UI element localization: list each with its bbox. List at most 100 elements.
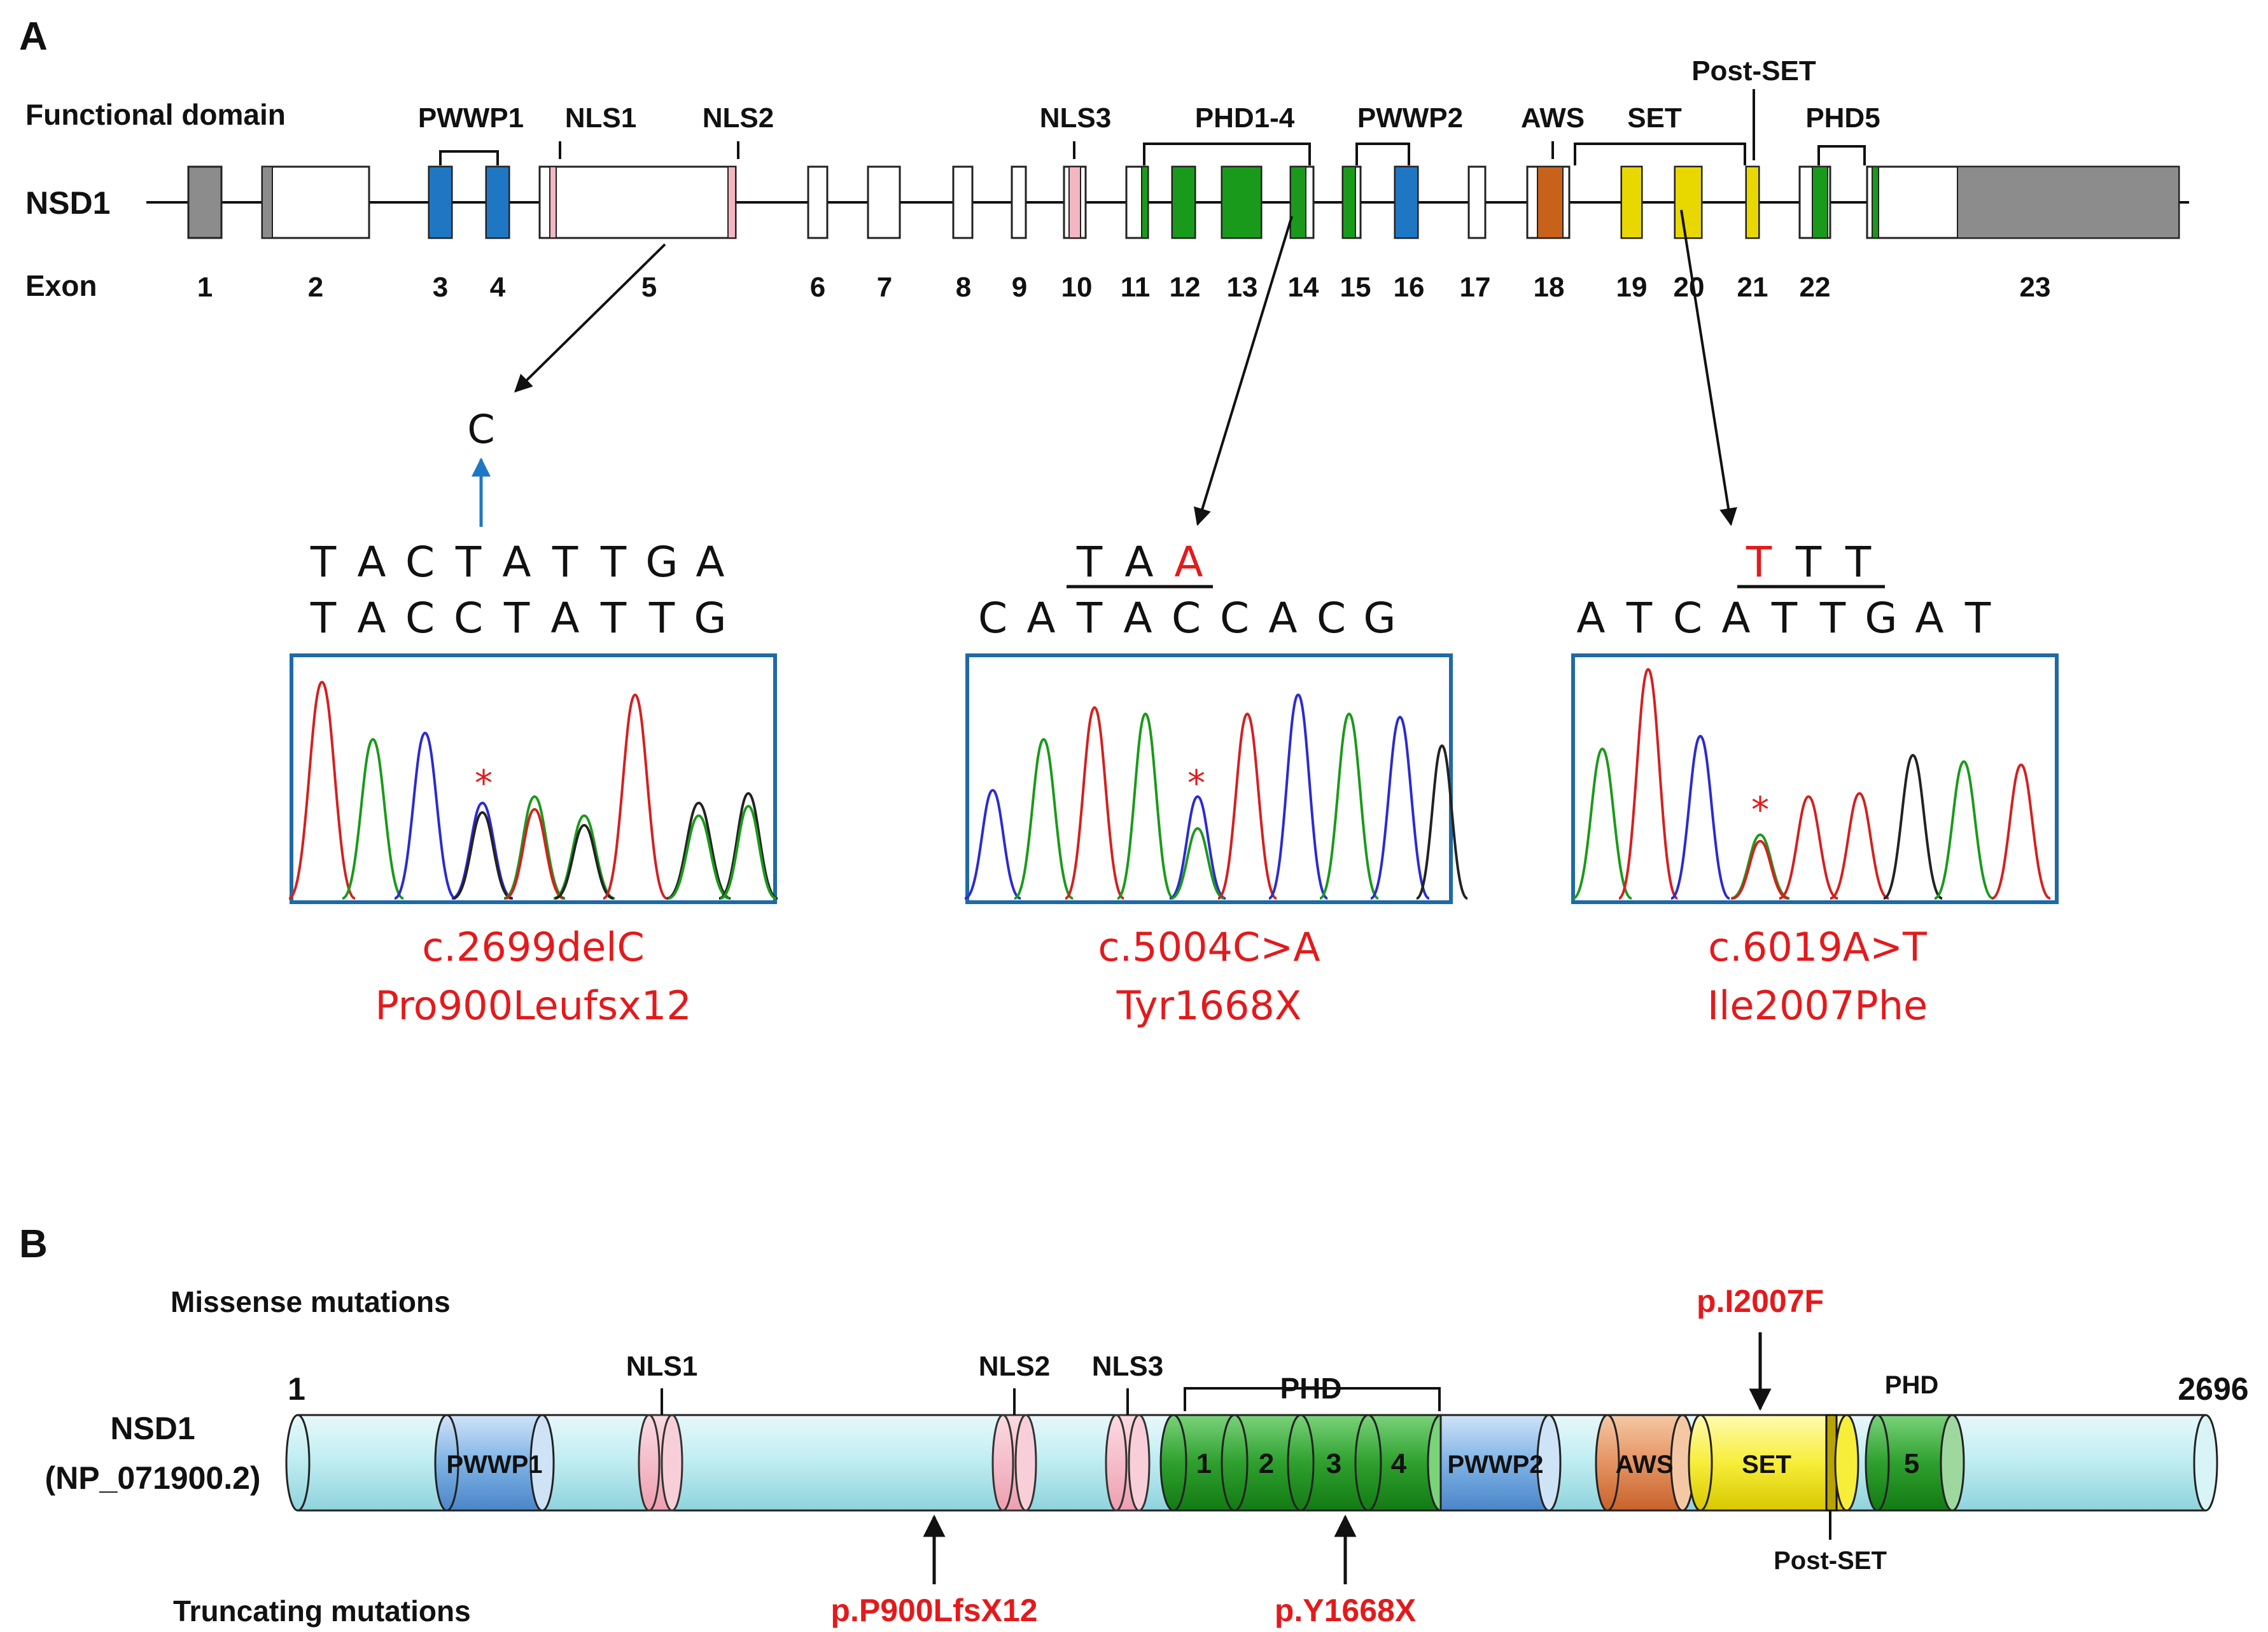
exon-number-21: 21 <box>1737 272 1768 303</box>
exon-number-7: 7 <box>877 272 892 303</box>
base: A <box>696 538 724 587</box>
exon-14 <box>1289 165 1315 239</box>
base: A <box>1174 538 1203 587</box>
base: A <box>1721 594 1750 643</box>
phd1-text: 1 <box>1196 1448 1212 1479</box>
exon-number-1: 1 <box>197 272 213 303</box>
base: T <box>552 538 578 587</box>
pwwp1-cap-left <box>434 1414 459 1512</box>
protein-change: Ile2007Phe <box>1707 982 1928 1029</box>
trace-peak <box>1670 734 1730 900</box>
base: T <box>1746 538 1772 587</box>
variant-marker: * <box>475 763 493 804</box>
nls3-cap-right <box>1128 1414 1151 1512</box>
phd-group-text: PHD <box>1280 1372 1341 1405</box>
inserted-base: C <box>467 406 494 452</box>
phd5-label: PHD5 <box>1805 102 1880 134</box>
phd5-bracket <box>1817 145 1866 165</box>
exon-number-9: 9 <box>1012 272 1027 303</box>
chromatogram-traces <box>1572 667 2051 900</box>
aws-body <box>1606 1414 1684 1512</box>
phd2-text: 2 <box>1259 1448 1274 1479</box>
exon-number-17: 17 <box>1460 272 1491 303</box>
trace-peak <box>1064 706 1125 900</box>
pwwp2-cap-right <box>1536 1414 1562 1512</box>
cylinder-left-cap <box>285 1414 311 1512</box>
phd-divider-3 <box>1354 1414 1382 1512</box>
pwwp1-label: PWWP1 <box>418 102 524 134</box>
base: T <box>600 594 627 643</box>
trace-peak <box>1116 712 1175 900</box>
exon-number-14: 14 <box>1288 272 1319 303</box>
missense-label: Missense mutations <box>171 1285 451 1318</box>
exon-16 <box>1394 165 1419 239</box>
phd5-top-text: PHD <box>1885 1371 1938 1399</box>
end-residue: 2696 <box>2178 1371 2248 1407</box>
start-residue: 1 <box>288 1371 305 1407</box>
aws-domain: AWS <box>1595 1414 1695 1512</box>
nls3-cap-left <box>1105 1414 1128 1512</box>
pwwp1-body <box>445 1414 543 1512</box>
missense-mutation-label: p.I2007F <box>1697 1283 1824 1319</box>
base: A <box>1576 594 1605 643</box>
hgvs-notation: c.5004C>A <box>1098 924 1320 970</box>
exon-number-11: 11 <box>1121 272 1151 303</box>
exon-label: Exon <box>25 269 97 302</box>
exon-6 <box>807 165 829 239</box>
exon-number-2: 2 <box>308 272 323 303</box>
set-label: SET <box>1627 102 1682 134</box>
protein-change: Pro900Leufsx12 <box>375 982 691 1029</box>
aws-text: AWS <box>1615 1451 1673 1479</box>
post-set-label: Post-SET <box>1691 55 1816 87</box>
chromatogram-traces <box>964 693 1469 900</box>
trace-peak <box>1170 826 1225 900</box>
exon-number-5: 5 <box>641 272 657 303</box>
trace-peak <box>452 811 512 900</box>
exon-number-3: 3 <box>433 272 448 303</box>
trace-peak <box>666 801 731 900</box>
truncating-label: Truncating mutations <box>173 1594 471 1628</box>
base: C <box>1673 594 1702 643</box>
functional-domain-label: Functional domain <box>25 98 286 131</box>
nls1-cap-left <box>638 1414 661 1512</box>
trace-peak <box>1830 792 1889 900</box>
exon-13 <box>1221 165 1263 239</box>
exon-18 <box>1526 165 1571 239</box>
exon5-pointer-arrow <box>514 243 666 393</box>
phd5-cap-left <box>1865 1414 1890 1512</box>
truncating-mutation-label-2: p.Y1668X <box>1275 1593 1416 1628</box>
trace-peak <box>718 792 778 900</box>
base: A <box>1915 594 1943 643</box>
base: T <box>1771 594 1798 643</box>
exon-21 <box>1745 165 1760 239</box>
variant-marker: * <box>1187 763 1205 804</box>
phd5-cap-right <box>1940 1414 1965 1512</box>
base: T <box>1795 538 1822 587</box>
pwwp1-domain: PWWP1 <box>434 1414 555 1512</box>
base: T <box>310 538 337 587</box>
exon-number-12: 12 <box>1170 272 1201 303</box>
trace-peak <box>668 814 730 900</box>
trace-peak <box>342 737 404 900</box>
base: G <box>1363 594 1396 643</box>
exon-number-13: 13 <box>1227 272 1258 303</box>
exon-15 <box>1341 165 1362 239</box>
exon-7 <box>867 165 901 239</box>
base: G <box>1865 594 1897 643</box>
nls1-cap-right <box>661 1414 683 1512</box>
trace-peak <box>1934 760 1994 900</box>
trace-peak <box>394 731 456 900</box>
base: G <box>694 594 726 643</box>
trace-peak <box>720 804 777 900</box>
nls1-domain: NLS1 <box>626 1351 697 1512</box>
truncating-mutation-marker-1: p.P900LfsX12 <box>830 1514 1038 1628</box>
nls1-text: NLS1 <box>626 1351 697 1382</box>
panel-a-letter: A <box>19 15 48 59</box>
phd5-number: 5 <box>1904 1448 1919 1479</box>
base: T <box>1845 538 1872 587</box>
